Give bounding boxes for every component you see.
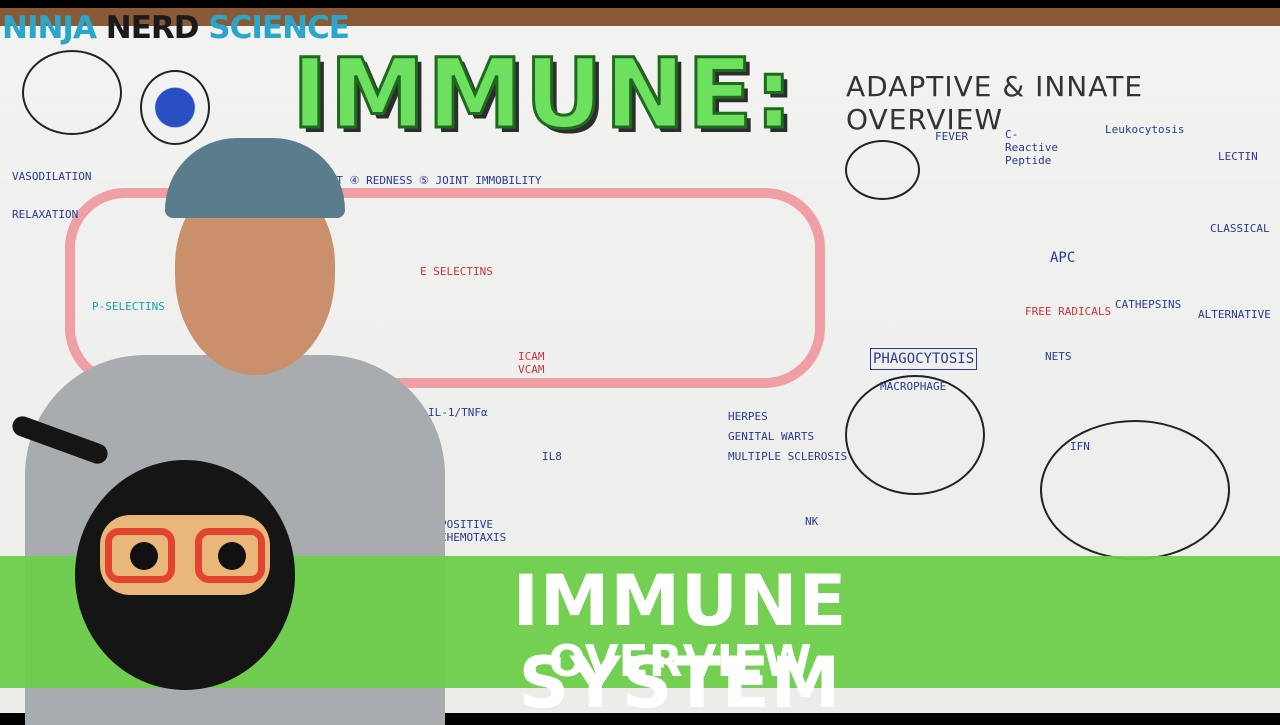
ninja-mascot	[9, 413, 300, 720]
note: RELAXATION	[12, 208, 79, 221]
note: LECTIN	[1218, 150, 1258, 163]
note: HERPES	[728, 410, 768, 423]
note: PHAGOCYTOSIS	[870, 348, 978, 370]
cell-drawing	[140, 70, 210, 145]
board-subtitle: ADAPTIVE & INNATE OVERVIEW	[846, 70, 1144, 136]
note: GENITAL WARTS	[728, 430, 815, 443]
cell-drawing	[22, 50, 122, 135]
note: ALTERNATIVE	[1198, 308, 1271, 321]
cell-drawing	[1040, 420, 1230, 560]
note: VASODILATION	[12, 170, 92, 183]
macrophage-drawing	[845, 375, 985, 495]
note: E SELECTINS	[420, 265, 493, 278]
note: IL8	[542, 450, 562, 463]
note: NETS	[1045, 350, 1072, 363]
note: CATHEPSINS	[1115, 298, 1182, 311]
note: ICAM VCAM	[518, 350, 545, 376]
note: NK	[805, 515, 819, 528]
note: P-SELECTINS	[92, 300, 165, 313]
note: APC	[1050, 250, 1076, 266]
note: IL-1/TNFα	[428, 406, 488, 419]
brain-drawing	[845, 140, 920, 200]
note: FEVER	[935, 130, 969, 143]
note: POSITIVE CHEMOTAXIS	[440, 518, 507, 544]
banner-title: IMMUNE SYSTEM	[512, 560, 848, 724]
note: MULTIPLE SCLEROSIS	[728, 450, 848, 463]
note: C-Reactive Peptide	[1005, 128, 1058, 167]
note: ③ HEAT ④ REDNESS ⑤ JOINT IMMOBILITY	[300, 174, 542, 187]
channel-logo: NINJA NERD SCIENCE	[2, 10, 350, 46]
note: IFN	[1070, 440, 1090, 453]
blood-vessel-drawing	[65, 188, 825, 388]
board-title: IMMUNE:	[290, 37, 796, 152]
note: FREE RADICALS	[1025, 305, 1112, 318]
banner-subtitle: OVERVIEW	[548, 636, 812, 687]
note: CLASSICAL	[1210, 222, 1270, 235]
note: Leukocytosis	[1105, 123, 1185, 136]
note: MACROPHAGE	[880, 380, 947, 393]
